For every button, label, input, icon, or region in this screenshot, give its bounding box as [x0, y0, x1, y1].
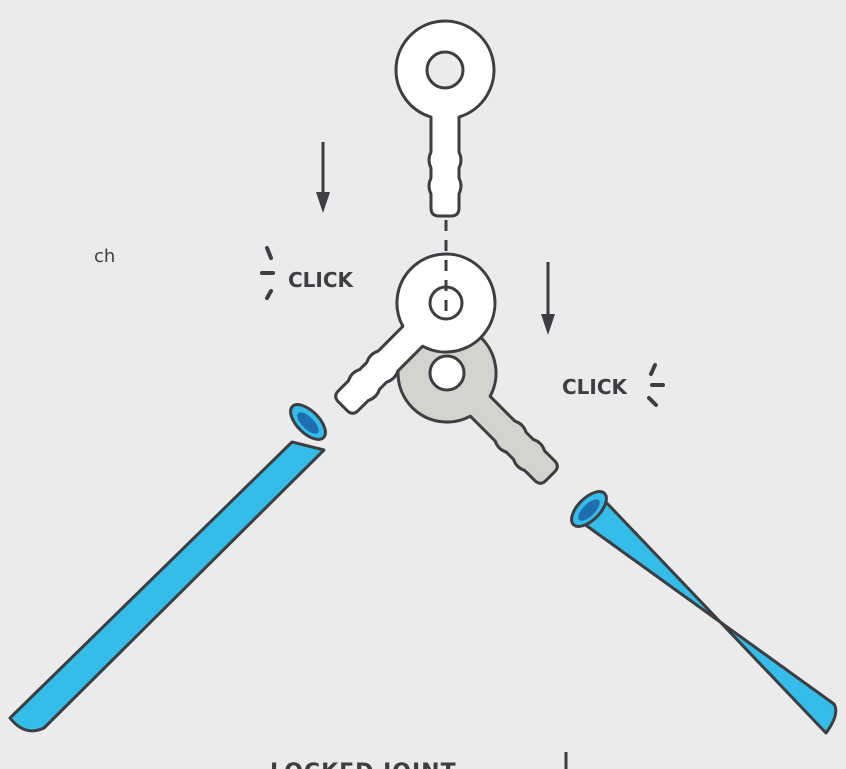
click-burst-icon: [260, 246, 275, 300]
side-text-fragment: ch: [94, 246, 115, 267]
top-key-connector: [394, 19, 496, 218]
down-arrow-icon: [541, 262, 555, 335]
down-arrow-icon: [316, 142, 330, 213]
click-burst-icon: [647, 363, 665, 407]
left-blue-tube: [8, 403, 327, 733]
right-blue-tube: [570, 490, 838, 735]
click-label-right: CLICK: [562, 375, 629, 399]
caption-locked-joint: LOCKED JOINT: [270, 760, 457, 769]
click-label-left: CLICK: [288, 268, 355, 292]
grey-key-connector: [376, 302, 587, 513]
